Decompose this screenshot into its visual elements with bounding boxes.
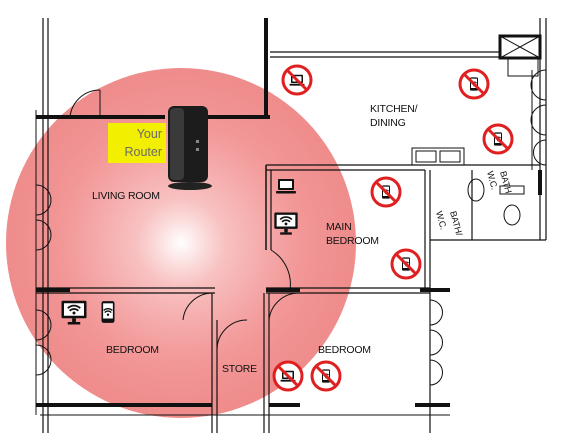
kitchen-sink xyxy=(411,147,465,166)
no-signal-icon xyxy=(281,64,313,96)
floor-plan-walls xyxy=(35,18,547,433)
toilet-fixtures xyxy=(467,178,525,226)
room-label-store: STORE xyxy=(222,363,257,375)
no-signal-icon xyxy=(370,176,402,208)
laptop-icon xyxy=(276,179,296,194)
no-signal-icon xyxy=(458,68,490,100)
room-label-bath2-line1: BATH/ xyxy=(498,170,514,197)
shaft-box xyxy=(498,34,542,77)
wifi-phone-icon xyxy=(100,300,116,324)
router-callout-line1: Your xyxy=(136,127,162,141)
no-signal-icon xyxy=(272,360,304,392)
room-label-main-bedroom-line1: MAIN xyxy=(326,221,351,233)
room-label-bath2-line2: W.C. xyxy=(485,170,500,191)
room-label-bedroom-left: BEDROOM xyxy=(106,344,159,356)
room-label-living-room: LIVING ROOM xyxy=(92,190,160,202)
router-callout: Your Router xyxy=(108,123,166,163)
no-signal-icon xyxy=(390,248,422,280)
room-label-bath-line1: BATH/ xyxy=(448,210,464,237)
room-label-main-bedroom-line2: BEDROOM xyxy=(326,235,379,247)
room-label-kitchen-line1: KITCHEN/ xyxy=(370,103,418,115)
no-signal-icon xyxy=(310,360,342,392)
no-signal-icon xyxy=(482,123,514,155)
room-label-kitchen-line2: DINING xyxy=(370,117,406,129)
router-icon xyxy=(168,106,212,190)
router-callout-line2: Router xyxy=(124,145,162,159)
room-label-bath-line2: W.C. xyxy=(434,210,449,231)
room-label-bedroom-right: BEDROOM xyxy=(318,344,371,356)
